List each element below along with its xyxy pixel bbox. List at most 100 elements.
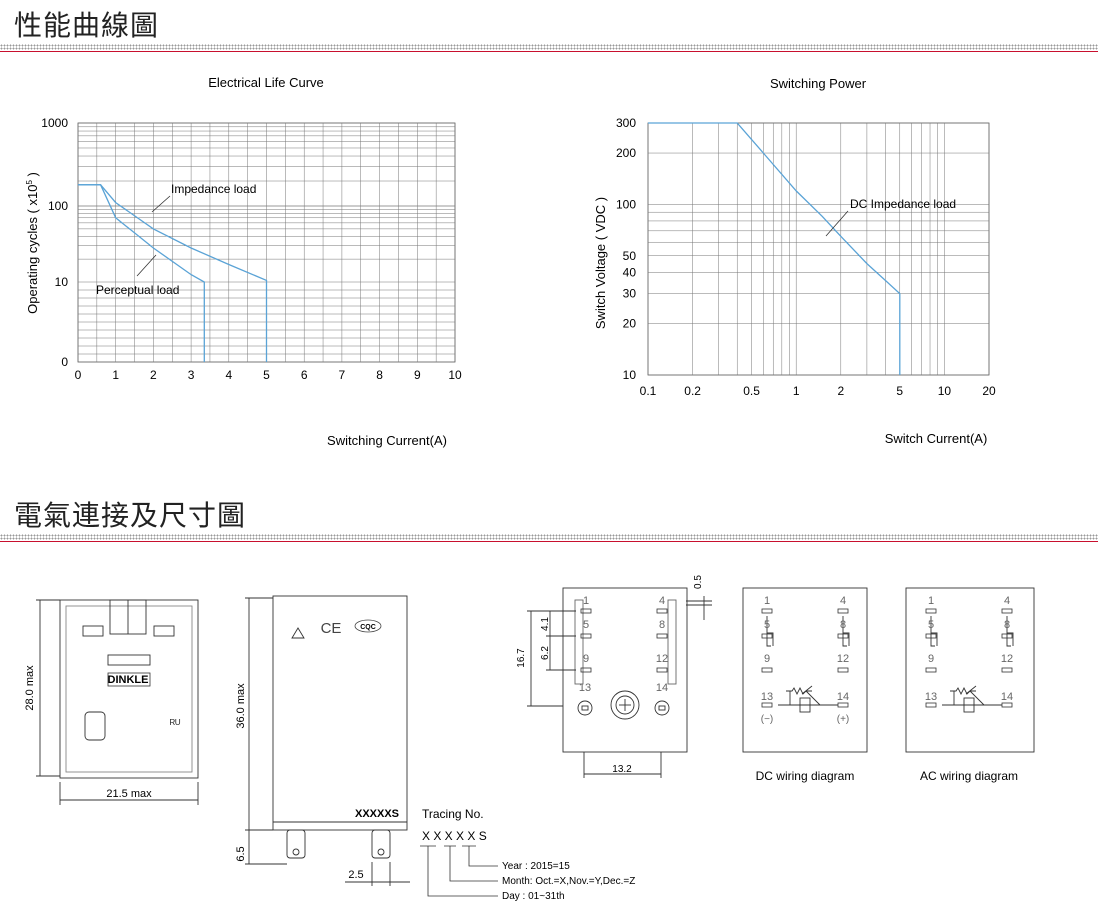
pin-pad <box>580 633 592 639</box>
ac-pin-5: 5 <box>928 619 934 631</box>
cqc-mark: CQC <box>360 624 376 631</box>
chart1-ylabel-main: Operating cycles ( x10 <box>25 185 40 314</box>
chart2-y-tick: 50 <box>623 249 637 263</box>
dc-pin-12: 12 <box>837 653 849 665</box>
relay-side-view <box>245 595 410 886</box>
chart1-grid <box>77 122 456 363</box>
chart2-ylabel: Switch Voltage ( VDC ) <box>593 197 608 329</box>
header-dots <box>0 44 1098 50</box>
pin-pad <box>925 702 937 708</box>
dc-pin-13: 13 <box>761 691 773 703</box>
brand-label: DINKLE <box>108 674 149 686</box>
dim-41-label: 4.1 <box>540 617 551 631</box>
base-pin-pads <box>580 608 668 673</box>
ac-pin-1: 1 <box>928 595 934 607</box>
tracing-leaders <box>420 845 498 897</box>
dc-pin-pads <box>761 608 849 708</box>
pin-pad <box>656 667 668 673</box>
chart2-y-tick: 10 <box>623 368 637 382</box>
ac-pin-pads <box>925 608 1013 708</box>
header-rule <box>0 51 1098 52</box>
tracing-code: X X X X X S <box>422 829 487 843</box>
chart2-xlabel: Switch Current(A) <box>885 431 988 446</box>
dc-pin-1: 1 <box>764 595 770 607</box>
dim-65-label: 6.5 <box>235 846 247 861</box>
impedance-leader <box>151 195 171 213</box>
dc-pin-14: 14 <box>837 691 849 703</box>
dim-167-label: 16.7 <box>516 648 527 668</box>
performance-header: 性能曲線圖 <box>14 9 160 42</box>
wiring-header: 電氣連接及尺寸圖 <box>14 499 247 532</box>
impedance-load-label: Impedance load <box>171 182 256 196</box>
relay-front-view <box>36 599 199 805</box>
brand-box <box>107 672 151 687</box>
chart1-x-tick: 3 <box>188 368 195 382</box>
chart2-y-tick: 20 <box>623 317 637 331</box>
chart1-x-tick: 6 <box>301 368 308 382</box>
dim-25-label: 2.5 <box>348 869 363 881</box>
base-pin-4: 4 <box>659 595 665 607</box>
ul-mark: ᴿᵁ <box>170 717 181 731</box>
chart2-grid <box>647 122 990 376</box>
pin-pad <box>837 667 849 673</box>
perceptual-load-label: Perceptual load <box>96 283 179 297</box>
pin-pad <box>761 667 773 673</box>
chart1-x-tick: 10 <box>448 368 462 382</box>
dim-28-label: 28.0 max <box>24 665 36 711</box>
series-impedance-load <box>78 184 268 362</box>
pin-pad <box>1001 667 1013 673</box>
tracing-month: Month: Oct.=X,Nov.=Y,Dec.=Z <box>502 876 635 887</box>
ac-pin-12: 12 <box>1001 653 1013 665</box>
pin-pad <box>580 667 592 673</box>
chart1-ylabel: Operating cycles ( x105 ) <box>25 172 40 314</box>
pin-pad <box>1001 633 1013 639</box>
chart1-ylabel-end: ) <box>25 172 40 180</box>
dim-62-label: 6.2 <box>540 646 551 660</box>
pin-pad <box>837 702 849 708</box>
relay-base-view <box>527 587 712 778</box>
chart2-x-tick: 2 <box>837 384 844 398</box>
chart1-x-tick: 5 <box>263 368 270 382</box>
chart1-x-tick: 7 <box>339 368 346 382</box>
tracing-title: Tracing No. <box>422 807 484 821</box>
base-pin-1: 1 <box>583 595 589 607</box>
series-perceptual-load <box>78 184 205 362</box>
pin-pad <box>656 608 668 614</box>
chart2-x-tick: 1 <box>793 384 800 398</box>
dim-05-label: 0.5 <box>693 575 704 589</box>
ac-pin-9: 9 <box>928 653 934 665</box>
dim-36-label: 36.0 max <box>235 683 247 729</box>
chart1-y-tick: 10 <box>55 275 69 289</box>
dc-wiring-diagram <box>742 587 868 753</box>
chart2-y-tick: 40 <box>623 265 637 279</box>
chart2-x-tick: 0.2 <box>684 384 701 398</box>
pin-pad <box>761 702 773 708</box>
ce-mark: CE <box>321 620 342 637</box>
ac-pin-13: 13 <box>925 691 937 703</box>
chart1-xlabel: Switching Current(A) <box>327 433 447 448</box>
base-pin-9: 9 <box>583 653 589 665</box>
chart1-y-tick: 100 <box>48 199 68 213</box>
dc-impedance-label: DC Impedance load <box>850 197 956 211</box>
pin-pad <box>1001 608 1013 614</box>
dc-pin-9: 9 <box>764 653 770 665</box>
chart2-y-tick: 30 <box>623 287 637 301</box>
tracing-day: Day : 01~31th <box>502 891 565 902</box>
ac-pin-14: 14 <box>1001 691 1013 703</box>
chart2-y-tick: 200 <box>616 146 636 160</box>
dc-minus: (−) <box>761 714 774 725</box>
ac-pin-8: 8 <box>1004 619 1010 631</box>
chart1-x-tick: 9 <box>414 368 421 382</box>
chart1-y-tick: 0 <box>61 355 68 369</box>
chart2-title: Switching Power <box>770 76 867 91</box>
pin-pad <box>761 633 773 639</box>
chart1-title: Electrical Life Curve <box>208 75 324 90</box>
chart2-x-tick: 20 <box>982 384 996 398</box>
base-pin-8: 8 <box>659 619 665 631</box>
